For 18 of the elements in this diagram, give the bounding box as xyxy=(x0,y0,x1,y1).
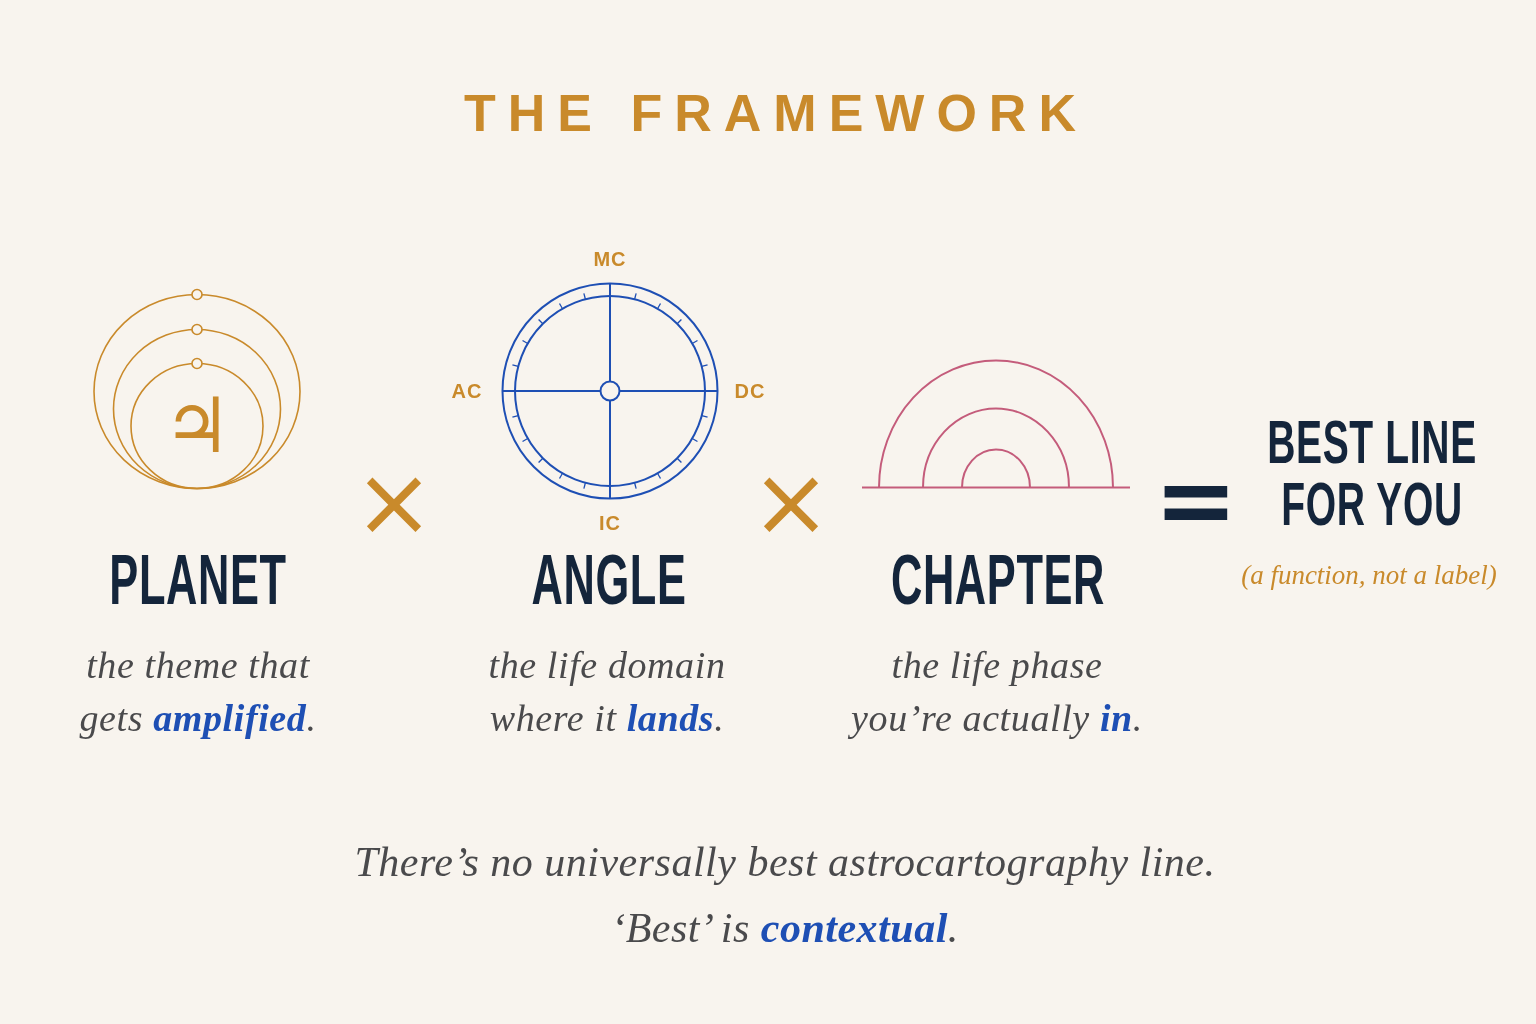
caption: There’s no universally best astrocartography line. ‘Best’ is contextual. xyxy=(353,838,1217,953)
factor-description: the life phase you’re actually in. xyxy=(844,639,1150,745)
multiply-sign: × xyxy=(750,454,832,550)
factor-description: the life domain where it lands. xyxy=(487,643,727,741)
result-heading: BEST LINE FOR YOU xyxy=(1266,411,1478,535)
factor-heading: PLANET xyxy=(109,545,287,615)
multiply-sign: × xyxy=(353,454,435,550)
angle-label: IC xyxy=(599,512,621,534)
angle-label: AC xyxy=(451,380,483,402)
equals-sign: = xyxy=(1154,450,1238,550)
factor-heading: ANGLE xyxy=(531,545,687,615)
factor-heading: CHAPTER xyxy=(890,545,1106,615)
factor-description: the theme that gets amplified. xyxy=(78,643,318,741)
planet-symbol: ♃ xyxy=(162,388,232,464)
angle-label: MC xyxy=(593,248,627,270)
angle-label: DC xyxy=(734,380,766,402)
title: THE FRAMEWORK xyxy=(463,85,1088,143)
result-note: (a function, not a label) xyxy=(1241,558,1497,592)
